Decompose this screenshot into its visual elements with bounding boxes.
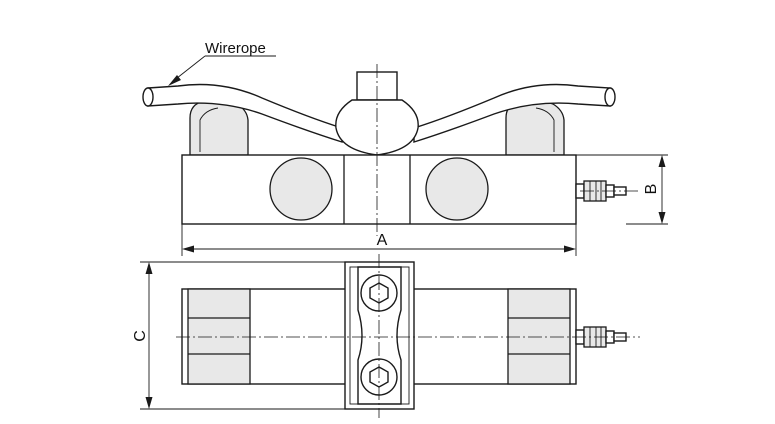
dimension-b: B bbox=[576, 154, 668, 225]
wirerope-callout: Wirerope bbox=[168, 40, 276, 86]
wirerope-label: Wirerope bbox=[205, 40, 266, 57]
top-right-pad bbox=[507, 288, 571, 385]
wirerope bbox=[142, 83, 616, 143]
top-view: C bbox=[132, 254, 640, 418]
main-body bbox=[181, 154, 577, 225]
dimension-b-label: B bbox=[643, 184, 660, 195]
top-left-pad bbox=[187, 288, 251, 385]
dimension-c-label: C bbox=[132, 330, 149, 342]
dimension-c: C bbox=[132, 261, 345, 410]
dimension-a: A bbox=[181, 224, 577, 256]
center-shackle bbox=[335, 71, 419, 156]
dimension-a-label: A bbox=[377, 232, 388, 249]
side-view: A B Wirerope bbox=[142, 40, 668, 256]
right-pin bbox=[425, 157, 489, 221]
left-pin bbox=[269, 157, 333, 221]
